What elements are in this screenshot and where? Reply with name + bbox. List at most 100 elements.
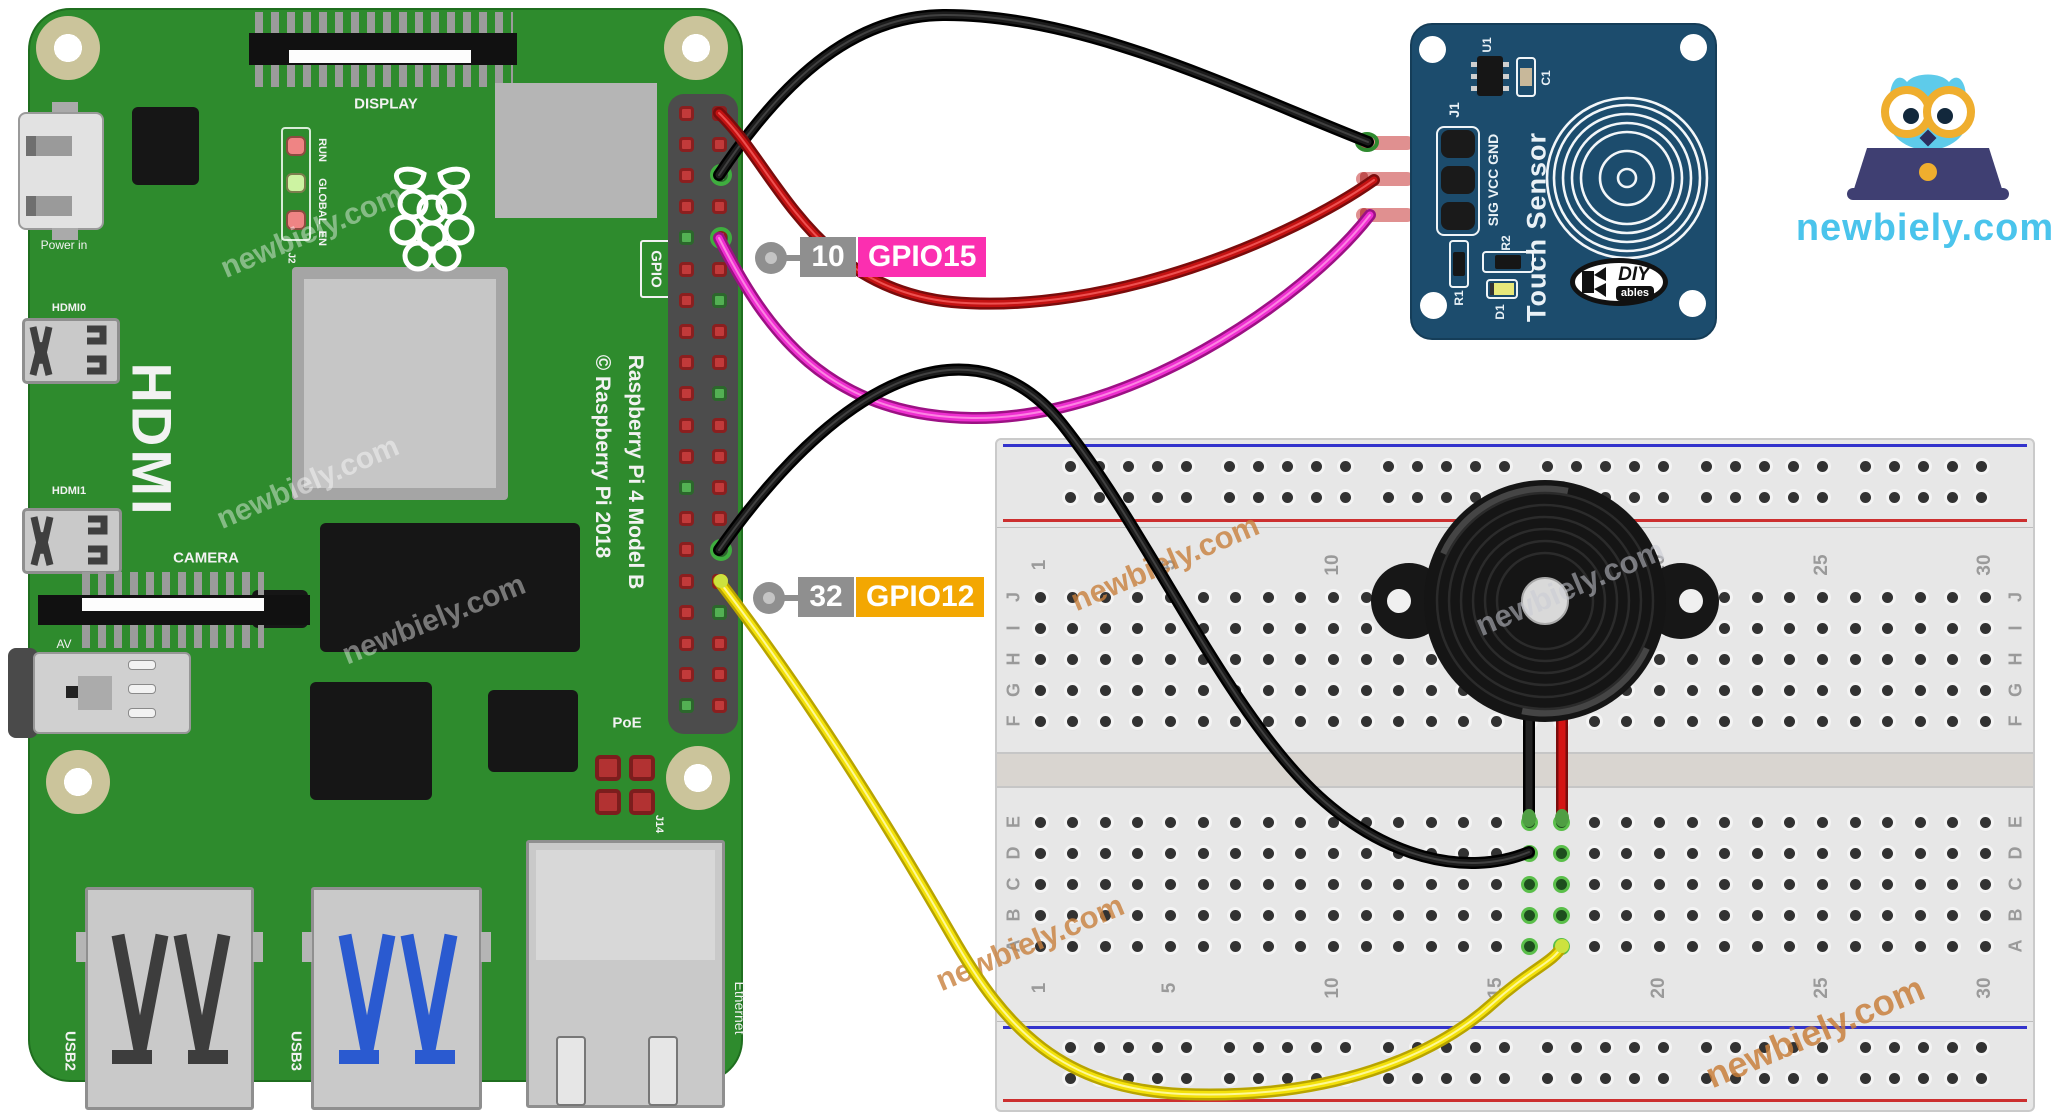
hdmi0-label: HDMI0 [51,302,87,314]
breadboard-divider [997,1021,2033,1022]
breadboard-hole [1099,816,1111,828]
breadboard-hole [1099,909,1111,921]
breadboard-rail-blue [1003,1026,2027,1029]
breadboard-hole [1979,909,1991,921]
pi-copyright-line: © Raspberry Pi 2018 [591,354,614,559]
breadboard-hole [1327,715,1339,727]
rail-hole [1093,460,1105,472]
row-label: A [1003,939,1024,953]
breadboard-hole [1360,909,1372,921]
rail-hole [1180,491,1192,503]
r2-label: R2 [1499,235,1513,251]
rail-hole [1151,1072,1163,1084]
breadboard-hole [1979,591,1991,603]
column-number: 20 [1648,977,1670,999]
breadboard-hole [1132,684,1144,696]
gpio-pin [678,667,694,683]
rail-hole [1657,1072,1669,1084]
gpio-pin [711,604,727,620]
run-label: RUN [316,138,328,162]
led-block [281,127,311,241]
breadboard-hole [1719,715,1731,727]
row-label: G [2005,682,2026,698]
breadboard-hole [1653,847,1665,859]
gpio-pin [711,261,727,277]
gpio-pin [678,323,694,339]
site-logo-text: newbiely.com [1795,207,2055,249]
breadboard-hole [1164,591,1176,603]
gpio-pin [678,698,694,714]
breadboard-hole [1327,878,1339,890]
chip [310,682,432,800]
breadboard-hole [1653,684,1665,696]
rail-hole [1859,1072,1871,1084]
rail-hole [1064,1041,1076,1053]
gpio-pin [678,511,694,527]
usb-tab [481,932,491,962]
breadboard-hole [1816,684,1828,696]
breadboard-hole [1458,909,1470,921]
u1-pins [1503,62,1509,92]
rail-hole [1946,1041,1958,1053]
breadboard-hole [1393,878,1405,890]
run-led [286,136,306,156]
c1-label: C1 [1539,70,1553,86]
breadboard-hole [1067,715,1079,727]
column-number: 5 [1159,559,1181,571]
breadboard-hole [1132,909,1144,921]
rail-hole [1975,1041,1987,1053]
breadboard-hole [1164,816,1176,828]
breadboard-hole [1490,909,1502,921]
j1-pin [1441,166,1475,194]
breadboard-hole [1099,715,1111,727]
rail-hole [1787,491,1799,503]
breadboard-hole [1653,878,1665,890]
breadboard-hole [1132,591,1144,603]
breadboard-hole [1653,909,1665,921]
breadboard-hole [1425,909,1437,921]
breadboard-hole [1197,622,1209,634]
breadboard-hole [1295,816,1307,828]
display-connector-teeth [255,12,513,35]
breadboard-hole [1947,715,1959,727]
breadboard-hole [1816,622,1828,634]
breadboard-hole [1067,591,1079,603]
gpio-pin [711,136,727,152]
breadboard-hole [1914,878,1926,890]
row-label: E [2005,815,2026,829]
poe-pin [595,789,621,815]
breadboard-hole [1686,816,1698,828]
row-label: D [2005,846,2026,860]
breadboard-hole [1621,847,1633,859]
rail-hole [1310,1041,1322,1053]
touch-pad [1545,96,1709,260]
breadboard-hole [1621,909,1633,921]
rail-hole [1859,491,1871,503]
wire-sensor-gnd [713,8,1374,181]
gpio-pin [711,542,727,558]
rail-hole [1252,491,1264,503]
breadboard-hole [1816,847,1828,859]
breadboard-hole [1947,847,1959,859]
breadboard-hole [1719,909,1731,921]
gpio-pin [678,479,694,495]
rail-hole [1541,1072,1553,1084]
global-en-led [286,173,306,193]
breadboard-hole [1653,715,1665,727]
breadboard-hole [1751,878,1763,890]
breadboard-hole [1816,878,1828,890]
breadboard-hole [1979,715,1991,727]
breadboard-hole [1262,878,1274,890]
rail-hole [1122,491,1134,503]
breadboard-hole [1132,715,1144,727]
rail-hole [1541,1041,1553,1053]
breadboard-hole [1197,715,1209,727]
column-number: 10 [1322,977,1344,999]
sensor-mount-hole [1679,290,1706,317]
breadboard-hole [1849,622,1861,634]
breadboard-hole [1327,591,1339,603]
breadboard-hole [1719,684,1731,696]
row-label: H [1003,652,1024,666]
gpio-pin [678,292,694,308]
gpio-label: GPIO [647,250,665,288]
